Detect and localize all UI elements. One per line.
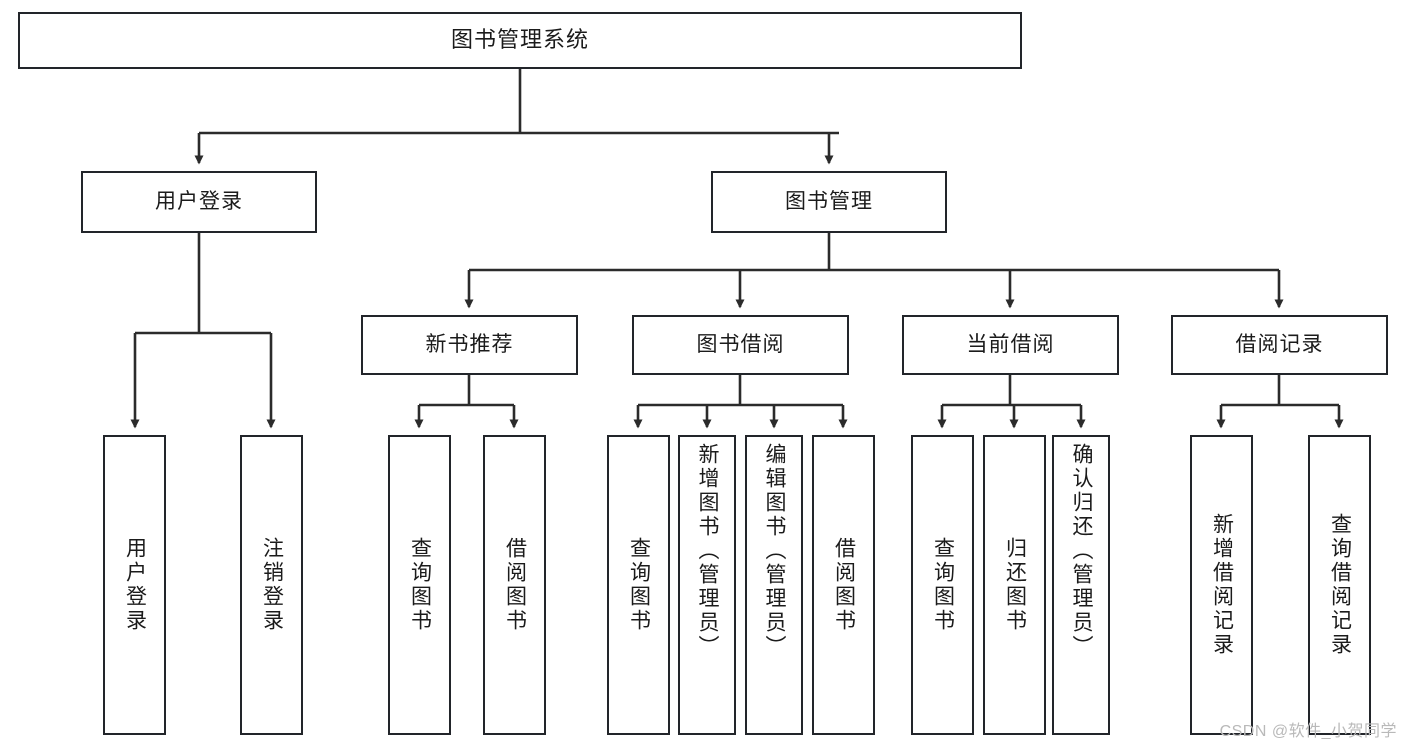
node-book-borrow-label: 图书借阅 [696,333,785,357]
leaf-query-borrow-record[interactable]: 查询借阅记录 [1308,435,1371,735]
leaf-confirm-return-admin[interactable]: 确认归还（管理员） [1052,435,1110,735]
leaf-add-book-admin[interactable]: 新增图书（管理员） [678,435,736,735]
leaf-borrow-books-label: 借阅图书 [832,537,856,633]
node-current-borrow[interactable]: 当前借阅 [902,315,1119,375]
node-user-login[interactable]: 用户登录 [81,171,317,233]
node-borrow-record-label: 借阅记录 [1235,333,1324,357]
leaf-confirm-return-admin-label: 确认归还（管理员） [1070,443,1094,659]
leaf-edit-book-admin-label: 编辑图书（管理员） [763,443,787,659]
node-root-system[interactable]: 图书管理系统 [18,12,1022,69]
leaf-user-login-label: 用户登录 [123,537,147,633]
node-current-borrow-label: 当前借阅 [966,333,1055,357]
leaf-return-books-label: 归还图书 [1003,537,1027,633]
node-book-borrow[interactable]: 图书借阅 [632,315,849,375]
leaf-user-login[interactable]: 用户登录 [103,435,166,735]
node-book-management-label: 图书管理 [785,190,873,214]
leaf-query-borrow-record-label: 查询借阅记录 [1328,513,1352,657]
leaf-borrow-query-books[interactable]: 查询图书 [607,435,670,735]
csdn-watermark: CSDN @软件_小贺同学 [1219,723,1397,740]
leaf-borrow-books[interactable]: 借阅图书 [812,435,875,735]
leaf-add-book-admin-label: 新增图书（管理员） [696,443,720,659]
leaf-recommend-borrow-books-label: 借阅图书 [503,537,527,633]
leaf-return-books[interactable]: 归还图书 [983,435,1046,735]
leaf-borrow-query-books-label: 查询图书 [627,537,651,633]
node-book-management[interactable]: 图书管理 [711,171,947,233]
node-user-login-label: 用户登录 [155,190,243,214]
leaf-recommend-query-books-label: 查询图书 [408,537,432,633]
leaf-user-logout[interactable]: 注销登录 [240,435,303,735]
leaf-recommend-query-books[interactable]: 查询图书 [388,435,451,735]
node-root-system-label: 图书管理系统 [450,27,589,53]
leaf-current-query-books[interactable]: 查询图书 [911,435,974,735]
leaf-add-borrow-record-label: 新增借阅记录 [1210,513,1234,657]
leaf-current-query-books-label: 查询图书 [931,537,955,633]
leaf-add-borrow-record[interactable]: 新增借阅记录 [1190,435,1253,735]
leaf-user-logout-label: 注销登录 [260,537,284,633]
leaf-edit-book-admin[interactable]: 编辑图书（管理员） [745,435,803,735]
node-new-book-recommend[interactable]: 新书推荐 [361,315,578,375]
node-new-book-recommend-label: 新书推荐 [425,333,514,357]
node-borrow-record[interactable]: 借阅记录 [1171,315,1388,375]
leaf-recommend-borrow-books[interactable]: 借阅图书 [483,435,546,735]
